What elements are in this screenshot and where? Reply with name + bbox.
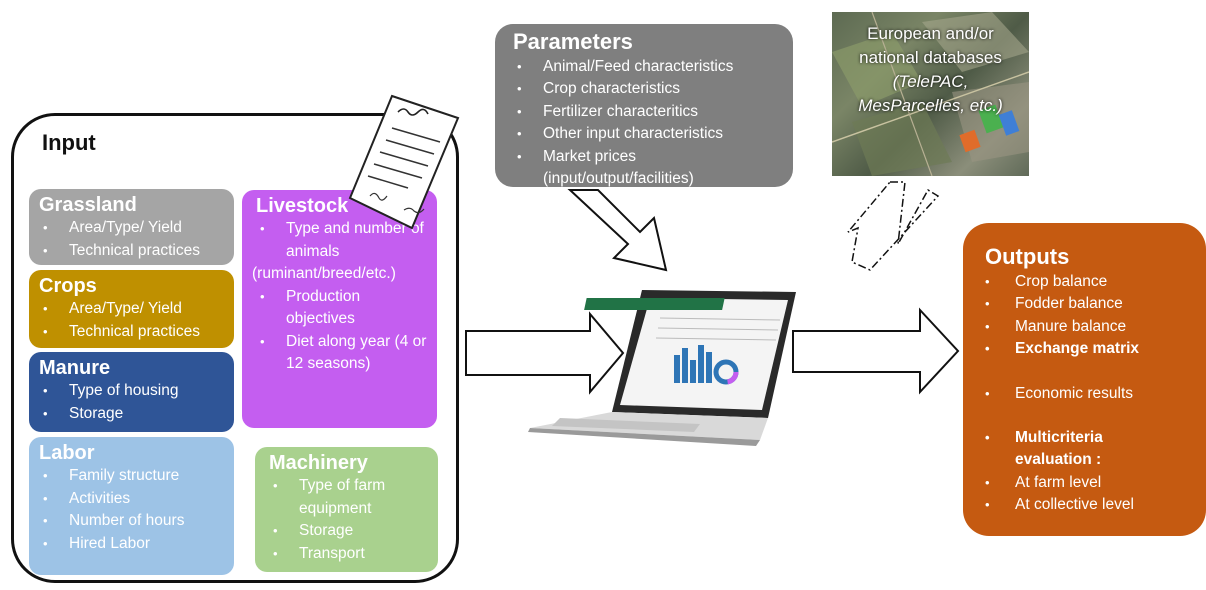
machinery-title: Machinery: [269, 452, 368, 474]
list-item: Crop balance: [985, 271, 1196, 294]
parameters-arrow: [567, 189, 668, 272]
crops-title: Crops: [39, 275, 97, 297]
list-item: Economic results: [985, 383, 1196, 406]
list-item: Technical practices: [39, 321, 224, 344]
parameters-title: Parameters: [513, 29, 633, 54]
laptop-icon: [528, 290, 796, 446]
input-title: Input: [42, 130, 96, 155]
grassland-title: Grassland: [39, 194, 137, 216]
list-item: Other input characteristics: [513, 123, 783, 146]
list-item: Crop characteristics: [513, 78, 783, 101]
list-item: Type of housing: [39, 380, 224, 403]
list-item: Family structure: [39, 465, 224, 488]
list-item: Technical practices: [39, 240, 224, 263]
satellite-map-image: [832, 12, 1029, 176]
list-item: Fertilizer characteritics: [513, 101, 783, 124]
parameters-box: Parameters Animal/Feed characteristics C…: [495, 24, 793, 187]
list-item: (ruminant/breed/etc.): [252, 265, 396, 282]
list-item: Multicriteria evaluation :: [985, 427, 1145, 472]
outputs-title: Outputs: [985, 244, 1070, 269]
list-item: Fodder balance: [985, 293, 1196, 316]
input-arrow: [465, 311, 625, 395]
list-item: Exchange matrix: [985, 338, 1196, 361]
crops-box: Crops Area/Type/ Yield Technical practic…: [29, 270, 234, 348]
list-item: At farm level: [985, 472, 1196, 495]
outputs-arrow: [792, 307, 960, 395]
list-item: Diet along year (4 or 12 seasons): [256, 331, 427, 376]
machinery-box: Machinery Type of farm equipment Storage…: [255, 447, 438, 572]
outputs-box: Outputs Crop balance Fodder balance Manu…: [963, 223, 1206, 536]
list-item: Area/Type/ Yield: [39, 217, 224, 240]
labor-box: Labor Family structure Activities Number…: [29, 437, 234, 575]
manure-title: Manure: [39, 357, 111, 379]
list-item: Hired Labor: [39, 533, 224, 556]
document-icon: [348, 94, 460, 230]
list-item: Number of hours: [39, 510, 224, 533]
list-item: Production objectives: [256, 286, 427, 331]
livestock-box: Livestock Type and number of animals (ru…: [242, 190, 437, 428]
grassland-box: Grassland Area/Type/ Yield Technical pra…: [29, 189, 234, 265]
list-item: Storage: [269, 520, 428, 543]
databases-arrow: [847, 181, 940, 271]
list-item: Storage: [39, 403, 224, 426]
input-frame: [11, 113, 459, 583]
livestock-title: Livestock: [256, 195, 349, 217]
manure-box: Manure Type of housing Storage: [29, 352, 234, 432]
list-item: Area/Type/ Yield: [39, 298, 224, 321]
list-item: At collective level: [985, 494, 1196, 517]
list-item: Animal/Feed characteristics: [513, 56, 783, 79]
list-item: Transport: [269, 543, 428, 566]
databases-label: European and/or national databases (Tele…: [858, 24, 1003, 115]
list-item: Activities: [39, 488, 224, 511]
list-item: Manure balance: [985, 316, 1196, 339]
list-item: Type and number of animals: [256, 218, 427, 263]
labor-title: Labor: [39, 442, 95, 464]
list-item: Market prices (input/output/facilities): [513, 146, 783, 191]
list-item: Type of farm equipment: [269, 475, 428, 520]
